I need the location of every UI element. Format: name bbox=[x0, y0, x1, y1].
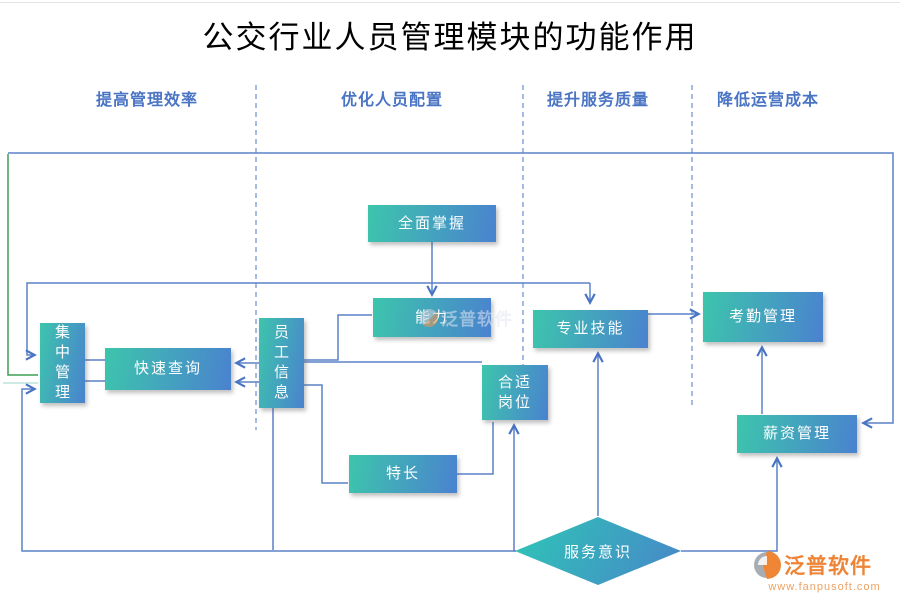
node-specialty: 特长 bbox=[349, 455, 457, 493]
edge-awareness-position bbox=[508, 423, 520, 552]
edge-staffinfo-specialty bbox=[303, 384, 348, 484]
diagram-title: 公交行业人员管理模块的功能作用 bbox=[202, 20, 698, 55]
node-centralized-management: 集中管理 bbox=[40, 323, 85, 403]
node-quick-query: 快速查询 bbox=[105, 348, 231, 390]
edge-awareness-centralized bbox=[21, 383, 516, 552]
node-label: 薪资管理 bbox=[762, 425, 831, 442]
edge-awareness-salary bbox=[681, 456, 783, 552]
column-header-efficiency: 提高管理效率 bbox=[96, 92, 199, 109]
node-label: 考勤管理 bbox=[728, 308, 797, 325]
edge-border-to-salary bbox=[8, 152, 894, 429]
node-attendance-management: 考勤管理 bbox=[703, 292, 823, 342]
node-label: 能力 bbox=[414, 308, 449, 326]
node-label: 合适岗位 bbox=[497, 373, 532, 411]
node-label: 服务意识 bbox=[563, 543, 632, 561]
edge-track-to-centralized bbox=[25, 282, 590, 361]
node-label: 特长 bbox=[385, 465, 420, 482]
node-label: 专业技能 bbox=[556, 320, 625, 337]
node-label: 集中管理 bbox=[54, 324, 70, 401]
node-full-grasp: 全面掌握 bbox=[368, 205, 496, 242]
node-label: 全面掌握 bbox=[397, 214, 466, 232]
edge-specialty-position bbox=[457, 422, 494, 475]
fanpu-logo: 泛普软件 www.fanpusoft.com bbox=[752, 550, 897, 593]
node-salary-management: 薪资管理 bbox=[737, 415, 857, 453]
fanpu-logo-text: 泛普软件 bbox=[784, 555, 872, 578]
node-label: 快速查询 bbox=[133, 360, 202, 377]
node-professional-skill: 专业技能 bbox=[533, 310, 648, 348]
node-ability: 能力 bbox=[373, 298, 491, 337]
edge-staffinfo-ability bbox=[303, 314, 372, 361]
column-header-cost: 降低运营成本 bbox=[717, 92, 820, 109]
top-divider bbox=[0, 2, 900, 3]
node-suitable-position: 合适岗位 bbox=[482, 365, 548, 420]
column-separator-dashed-lines bbox=[255, 85, 693, 430]
node-label: 员工信息 bbox=[273, 324, 289, 401]
column-header-staffing: 优化人员配置 bbox=[341, 92, 444, 109]
node-staff-info: 员工信息 bbox=[259, 318, 304, 408]
edge-centralized-border-green bbox=[7, 154, 38, 376]
fanpu-logo-icon bbox=[754, 551, 781, 579]
column-header-service: 提升服务质量 bbox=[547, 92, 650, 109]
fanpu-logo-url[interactable]: www.fanpusoft.com bbox=[768, 581, 881, 593]
